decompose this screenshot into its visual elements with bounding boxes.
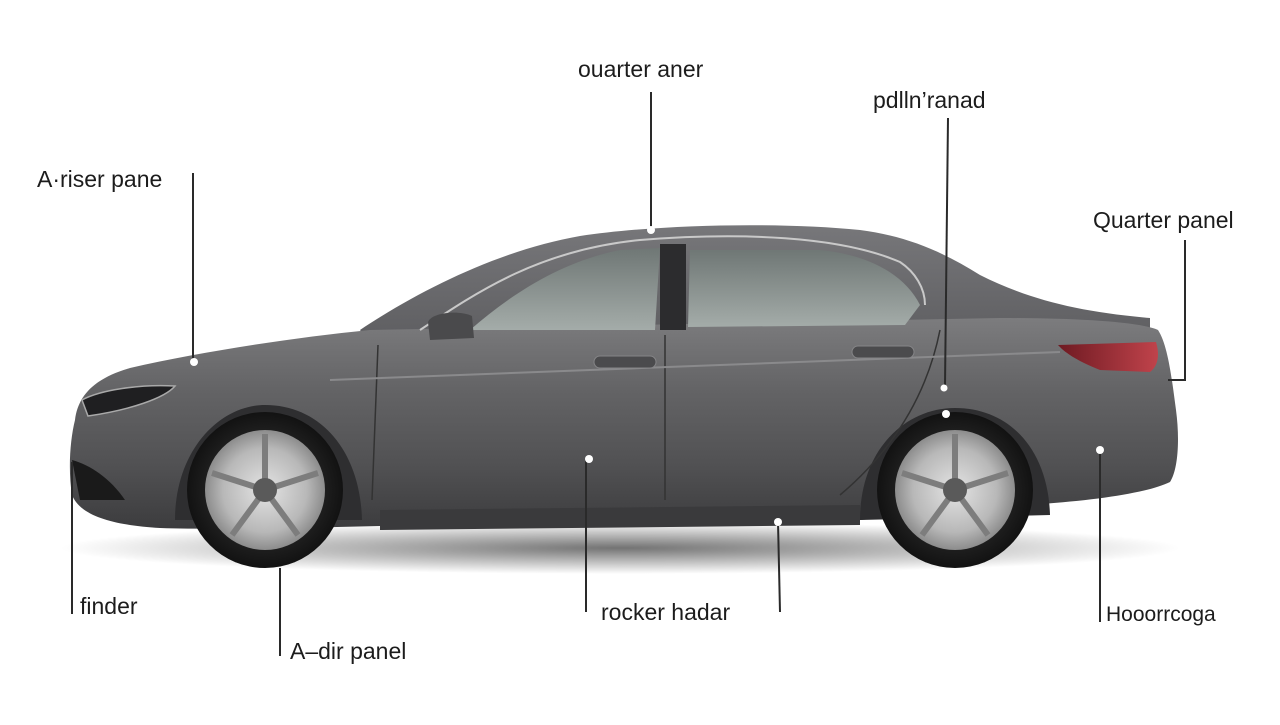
anchor-dot-rocker — [774, 518, 782, 526]
rear-door-line — [839, 329, 941, 496]
leader-line-pallin-ranad — [944, 117, 949, 387]
label-hooon-coga: Hooorrcoga — [1106, 603, 1216, 626]
anchor-dot-rear-arch — [942, 410, 950, 418]
tail-light — [1058, 342, 1158, 372]
b-pillar — [660, 244, 686, 330]
front-door-line — [371, 344, 379, 501]
label-finder: finder — [80, 593, 138, 619]
front-wheel — [187, 412, 343, 568]
anchor-dot-hood — [190, 358, 198, 366]
anchor-dot-door — [585, 455, 593, 463]
front-grille — [72, 460, 125, 500]
window-trim — [419, 235, 926, 331]
rear-door-handle — [851, 345, 915, 359]
label-a-riser-pane: A·riser pane — [37, 166, 163, 192]
anchor-dot-roof — [647, 226, 655, 234]
body-crease — [329, 351, 1061, 381]
label-quarter-panel: Quarter panel — [1093, 207, 1234, 233]
front-door-handle — [593, 355, 657, 369]
label-a-dir-panel: A–dir panel — [290, 638, 407, 664]
rocker-panel — [380, 505, 860, 530]
anchor-dot-rear-arch-top — [940, 384, 948, 392]
anchor-dot-bumper — [1096, 446, 1104, 454]
label-rocker-hadar: rocker hadar — [601, 599, 731, 625]
front-window — [470, 248, 660, 330]
headlight — [81, 384, 177, 417]
rear-window — [688, 250, 920, 327]
side-mirror — [428, 312, 474, 340]
rear-wheel — [877, 412, 1033, 568]
leader-line-rocker-right — [777, 521, 781, 613]
leader-line-quarter-panel — [1168, 240, 1186, 381]
label-quarter-aner: ouarter aner — [578, 56, 704, 82]
label-pallin-ranad: pdlln’ranad — [873, 87, 986, 113]
